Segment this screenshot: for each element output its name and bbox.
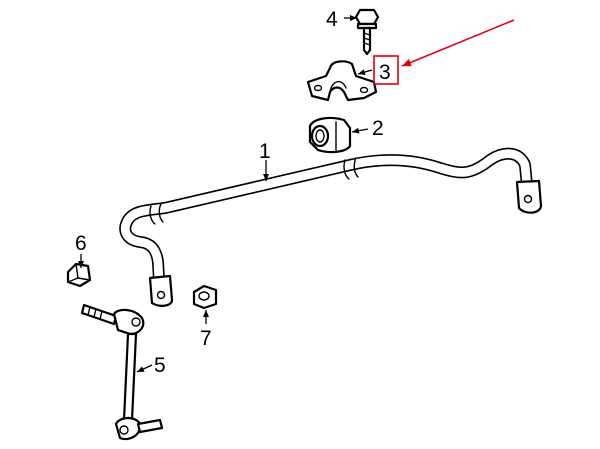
stabilizer-link bbox=[80, 303, 164, 441]
nut-7 bbox=[192, 284, 218, 310]
callout-5: 5 bbox=[154, 354, 166, 377]
callout-labels: 1 2 3 4 5 6 7 bbox=[75, 8, 391, 377]
highlight-part-3 bbox=[373, 19, 515, 85]
bracket bbox=[306, 60, 378, 102]
callout-2: 2 bbox=[372, 117, 384, 140]
callout-4: 4 bbox=[326, 8, 338, 31]
leader-5 bbox=[136, 364, 153, 373]
callout-1: 1 bbox=[259, 140, 271, 163]
stabilizer-bar bbox=[119, 147, 543, 307]
leader-2 bbox=[351, 127, 369, 134]
callout-7: 7 bbox=[200, 327, 212, 350]
callout-6: 6 bbox=[75, 232, 87, 255]
nut-6 bbox=[66, 262, 92, 288]
leader-lines bbox=[78, 15, 373, 373]
leader-3 bbox=[357, 69, 373, 75]
highlight-arrow bbox=[401, 19, 515, 67]
bolt bbox=[354, 8, 380, 56]
callout-3: 3 bbox=[379, 61, 391, 84]
highlight-box bbox=[373, 55, 399, 85]
bushing bbox=[308, 116, 352, 154]
